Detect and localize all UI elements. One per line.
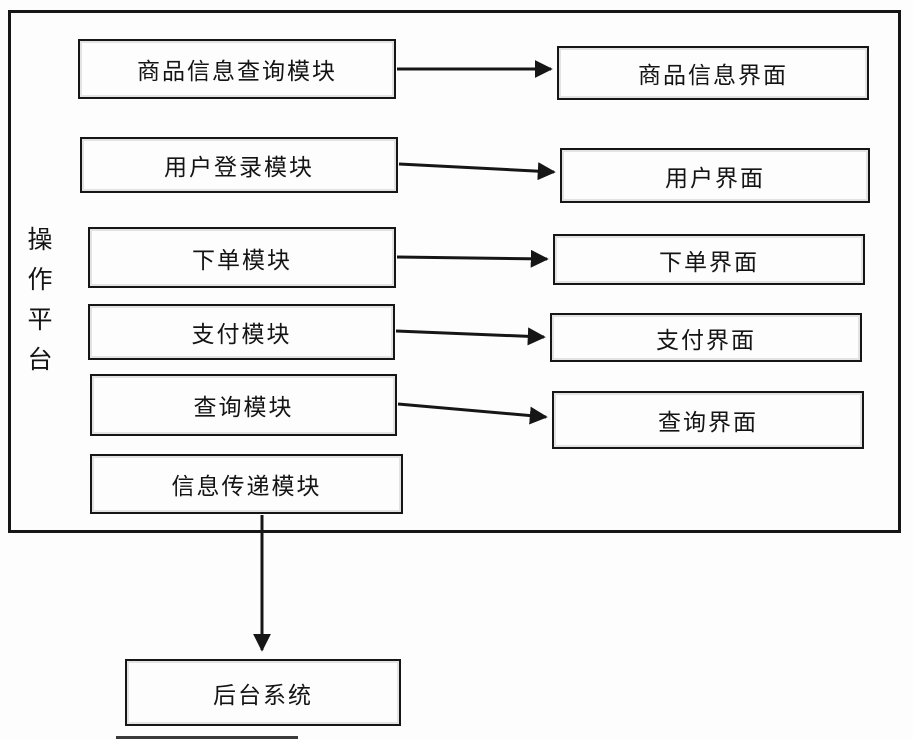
module-label: 查询模块 bbox=[193, 394, 294, 420]
module-label: 商品信息查询模块 bbox=[137, 58, 337, 84]
interface-label: 支付界面 bbox=[656, 326, 756, 353]
interface-label: 查询界面 bbox=[658, 409, 758, 435]
module-label: 下单模块 bbox=[192, 246, 292, 273]
platform-label: 操作平台 bbox=[24, 226, 52, 386]
interface-label: 下单界面 bbox=[659, 248, 759, 275]
interface-box-product-info: 商品信息界面 bbox=[557, 46, 869, 100]
module-box-info-transfer: 信息传递模块 bbox=[90, 454, 403, 514]
scan-artifact-line bbox=[116, 736, 298, 739]
module-box-order: 下单模块 bbox=[88, 227, 396, 288]
module-box-query: 查询模块 bbox=[90, 374, 397, 436]
interface-box-order: 下单界面 bbox=[553, 234, 865, 285]
module-box-product-info-query: 商品信息查询模块 bbox=[78, 39, 396, 99]
operation-platform-frame bbox=[8, 10, 901, 533]
module-label: 支付模块 bbox=[191, 321, 292, 347]
interface-label: 用户界面 bbox=[665, 164, 765, 191]
backend-system-box: 后台系统 bbox=[125, 659, 401, 726]
interface-label: 商品信息界面 bbox=[638, 62, 788, 88]
backend-label: 后台系统 bbox=[213, 681, 313, 708]
module-box-payment: 支付模块 bbox=[88, 304, 395, 360]
module-label: 用户登录模块 bbox=[164, 154, 314, 180]
interface-box-query: 查询界面 bbox=[552, 391, 864, 449]
module-label: 信息传递模块 bbox=[171, 473, 322, 499]
module-box-user-login: 用户登录模块 bbox=[80, 137, 398, 193]
interface-box-user: 用户界面 bbox=[560, 148, 870, 203]
interface-box-payment: 支付界面 bbox=[550, 313, 862, 362]
